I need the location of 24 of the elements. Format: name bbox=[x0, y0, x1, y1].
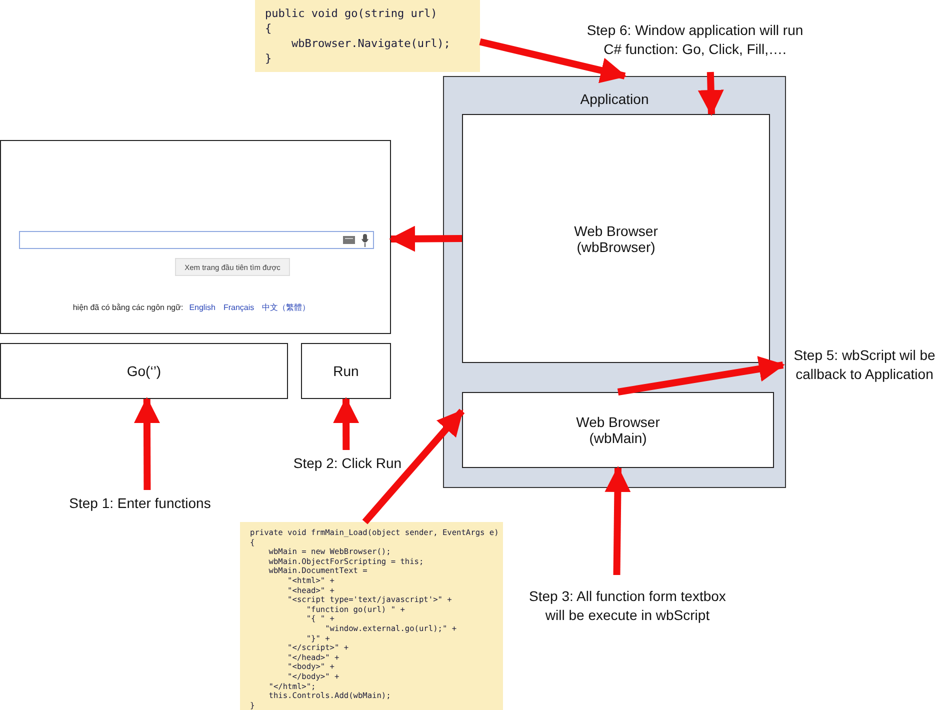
step-note: Step 5: wbScript wil be callback to Application bbox=[792, 346, 936, 384]
application-window bbox=[443, 76, 786, 488]
arrow bbox=[333, 397, 360, 450]
step-note: Step 2: Click Run bbox=[293, 454, 402, 472]
language-link: 中文（繁體） bbox=[262, 303, 310, 312]
window-title: Application bbox=[579, 91, 650, 107]
language-link: Français bbox=[223, 303, 254, 312]
arrow bbox=[604, 466, 631, 576]
run-box: Run bbox=[301, 343, 391, 399]
arrow bbox=[134, 397, 160, 490]
step-note: Step 1: Enter functions bbox=[69, 494, 211, 512]
search-page-panel bbox=[0, 140, 391, 334]
language-link: English bbox=[189, 303, 216, 312]
arrow bbox=[479, 38, 627, 84]
browser-panel: Web Browser (wbBrowser) bbox=[462, 114, 770, 363]
arrow bbox=[362, 408, 465, 524]
step-note: Step 6: Window application will run C# function: Go, Click, Fill,…. bbox=[586, 21, 804, 59]
language-note: hiện đã có bằng các ngôn ngữ: bbox=[72, 303, 184, 312]
input-box: Go(‘’) bbox=[0, 343, 288, 399]
code-snippet: public void go(string url) { wbBrowser.Navigate(url); } bbox=[255, 0, 480, 72]
arrow bbox=[698, 72, 724, 116]
step-note: Step 3: All function form textbox will be execute in wbScript bbox=[528, 587, 727, 625]
browser-panel: Web Browser (wbMain) bbox=[462, 392, 774, 468]
arrow bbox=[389, 226, 462, 252]
